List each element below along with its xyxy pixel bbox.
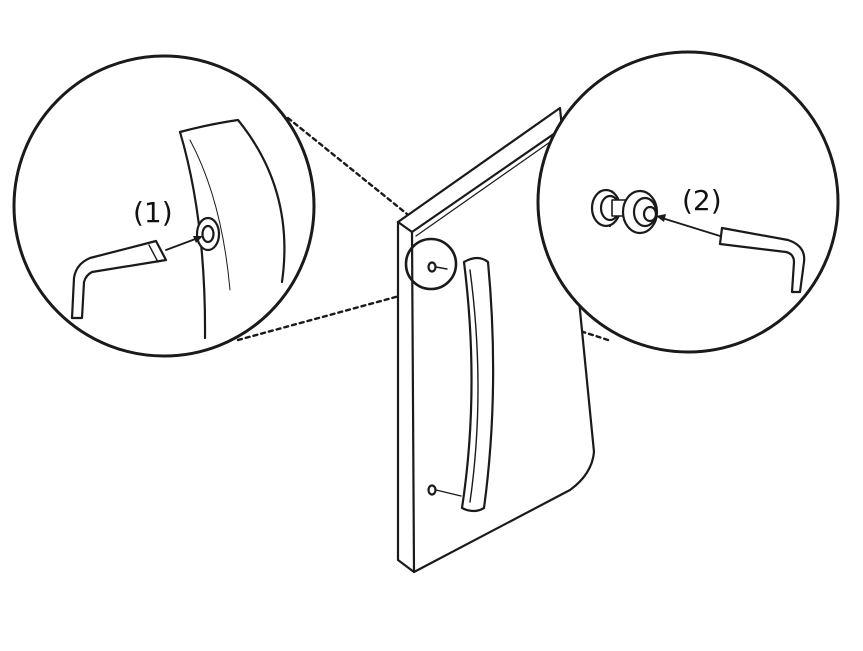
allen-key-icon [718, 226, 806, 294]
detail-highlight-circle [404, 237, 458, 291]
screw-icon [427, 261, 448, 273]
screw-icon [427, 484, 462, 497]
detail-circle-step-1 [12, 54, 316, 358]
step-2-label: (2) [682, 184, 722, 217]
bushing-icon [590, 188, 659, 235]
door-handle [460, 256, 495, 513]
step-1-label: (1) [133, 196, 173, 229]
allen-key-icon [70, 239, 168, 320]
detail-circle-step-2 [536, 50, 840, 354]
